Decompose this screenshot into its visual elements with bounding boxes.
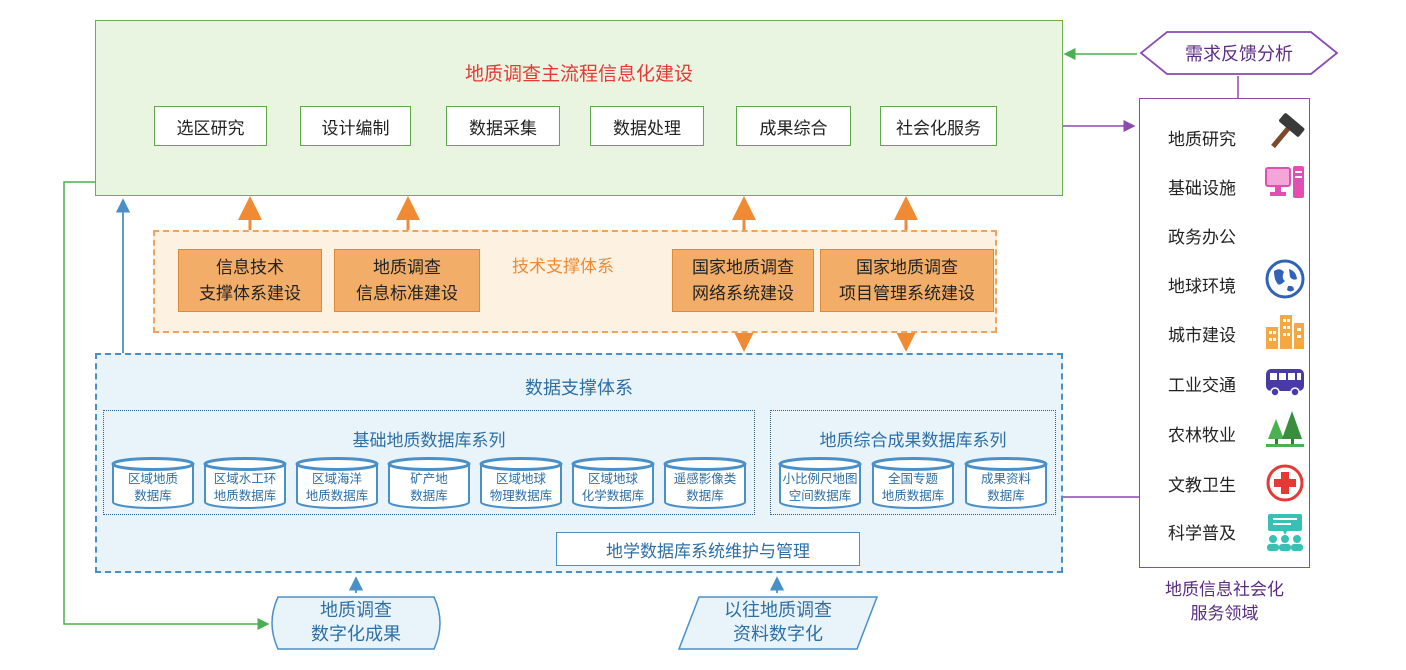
database-regional-geology: 区域地质数据库 <box>111 457 195 509</box>
demand-feedback-node: 需求反馈分析 <box>1139 30 1339 76</box>
network-system-box: 国家地质调查 网络系统建设 <box>672 249 814 312</box>
network-line2: 网络系统建设 <box>692 283 794 304</box>
step-data-collection: 数据采集 <box>446 106 560 146</box>
step-design: 设计编制 <box>300 106 411 146</box>
standards-line2: 信息标准建设 <box>356 283 458 304</box>
database-cylinder-icon <box>778 457 862 509</box>
main-process-title: 地质调查主流程信息化建设 <box>464 63 693 85</box>
sector-geology-research: 地质研究 <box>1168 130 1236 150</box>
network-line1: 国家地质调查 <box>692 257 794 278</box>
step-result-synthesis: 成果综合 <box>736 106 851 146</box>
step-social-service: 社会化服务 <box>880 106 997 146</box>
project-mgmt-box: 国家地质调查 项目管理系统建设 <box>820 249 994 312</box>
db-label: 区域地球化学数据库 <box>581 471 645 503</box>
past-data-line2: 资料数字化 <box>733 624 823 645</box>
sector-industry-transport: 工业交通 <box>1168 376 1236 396</box>
database-geochemistry: 区域地球化学数据库 <box>571 457 655 509</box>
step-label: 设计编制 <box>321 118 390 139</box>
database-result-materials: 成果资料数据库 <box>964 457 1048 509</box>
db-label: 区域地质数据库 <box>127 471 178 503</box>
db-label: 成果资料数据库 <box>980 471 1031 503</box>
sector-science-popularization: 科学普及 <box>1168 524 1236 544</box>
digital-results-line2: 数字化成果 <box>311 624 401 645</box>
database-cylinder-icon <box>964 457 1048 509</box>
project-mgmt-line2: 项目管理系统建设 <box>839 283 975 304</box>
medical-cross-icon <box>1266 464 1304 502</box>
data-support-title: 数据支撑体系 <box>525 378 633 399</box>
sector-urban-construction: 城市建设 <box>1168 326 1236 346</box>
presentation-icon <box>1267 514 1303 551</box>
basic-db-series-title: 基础地质数据库系列 <box>352 431 506 451</box>
hexagon-shape <box>1139 31 1339 75</box>
service-domains-panel: 地质研究 基础设施 政务办公 地球环境 城市建设 工业交通 农林牧业 文教卫生 <box>1139 98 1310 568</box>
it-support-line2: 支撑体系建设 <box>199 283 301 304</box>
caption-line2: 服务领域 <box>1190 604 1259 624</box>
demand-feedback-label: 需求反馈分析 <box>1185 44 1293 65</box>
comprehensive-db-series-panel: 地质综合成果数据库系列 <box>770 410 1056 515</box>
step-label: 成果综合 <box>759 118 828 139</box>
database-geophysics: 区域地球物理数据库 <box>479 457 563 509</box>
past-data-line1: 以往地质调查 <box>724 600 832 621</box>
database-cylinder-icon <box>663 457 747 509</box>
step-label: 数据处理 <box>613 118 681 139</box>
sector-government-office: 政务办公 <box>1168 228 1236 248</box>
tech-support-label: 技术支撑体系 <box>512 257 614 277</box>
database-cylinder-icon <box>479 457 563 509</box>
database-cylinder-icon <box>571 457 655 509</box>
db-label: 小比例尺地图空间数据库 <box>782 471 858 503</box>
database-cylinder-icon <box>203 457 287 509</box>
project-mgmt-line1: 国家地质调查 <box>856 257 958 278</box>
step-label: 选区研究 <box>176 118 245 139</box>
database-national-thematic: 全国专题地质数据库 <box>871 457 955 509</box>
db-label: 矿产地数据库 <box>410 471 448 503</box>
sector-education-health: 文教卫生 <box>1168 476 1236 496</box>
sector-agriculture-forestry: 农林牧业 <box>1168 426 1236 446</box>
comprehensive-db-series-title: 地质综合成果数据库系列 <box>819 431 1007 451</box>
standards-box: 地质调查 信息标准建设 <box>334 249 480 312</box>
it-support-box: 信息技术 支撑体系建设 <box>178 249 322 312</box>
service-domains-caption: 地质信息社会化 服务领域 <box>1139 578 1310 626</box>
database-marine-geology: 区域海洋地质数据库 <box>295 457 379 509</box>
it-support-line1: 信息技术 <box>216 257 284 278</box>
hammer-icon <box>1271 113 1305 149</box>
db-label: 区域海洋地质数据库 <box>305 471 369 503</box>
buildings-icon <box>1266 315 1304 349</box>
step-label: 数据采集 <box>469 118 537 139</box>
db-label: 区域地球物理数据库 <box>489 471 553 503</box>
digital-results-line1: 地质调查 <box>320 600 392 621</box>
parallelogram-shape <box>677 596 879 650</box>
digital-results-node: 地质调查 数字化成果 <box>270 595 442 651</box>
database-mineral-deposits: 矿产地数据库 <box>387 457 471 509</box>
db-label: 区域水工环地质数据库 <box>213 471 277 503</box>
sector-earth-environment: 地球环境 <box>1168 277 1236 297</box>
database-cylinder-icon <box>387 457 471 509</box>
db-maintenance-management-box: 地学数据库系统维护与管理 <box>556 532 860 566</box>
database-cylinder-icon <box>295 457 379 509</box>
database-small-scale-map: 小比例尺地图空间数据库 <box>778 457 862 509</box>
document-wave-shape <box>271 596 441 650</box>
database-cylinder-icon <box>111 457 195 509</box>
step-label: 社会化服务 <box>896 118 981 139</box>
bus-icon <box>1266 369 1304 397</box>
basic-db-series-panel: 基础地质数据库系列 <box>103 410 755 515</box>
database-cylinder-icon <box>871 457 955 509</box>
standards-line1: 地质调查 <box>373 257 441 278</box>
db-label: 全国专题地质数据库 <box>881 471 945 503</box>
caption-line1: 地质信息社会化 <box>1165 580 1284 600</box>
globe-icon <box>1265 259 1305 299</box>
past-data-digitization-node: 以往地质调查 资料数字化 <box>677 595 879 651</box>
trees-icon <box>1266 411 1304 447</box>
step-data-processing: 数据处理 <box>590 106 704 146</box>
database-remote-sensing: 遥感影像类数据库 <box>663 457 747 509</box>
sector-infrastructure: 基础设施 <box>1168 179 1236 199</box>
db-label: 遥感影像类数据库 <box>673 471 737 503</box>
database-hydro-engineering-env: 区域水工环地质数据库 <box>203 457 287 509</box>
computer-icon <box>1265 166 1304 198</box>
step-site-selection: 选区研究 <box>154 106 267 146</box>
